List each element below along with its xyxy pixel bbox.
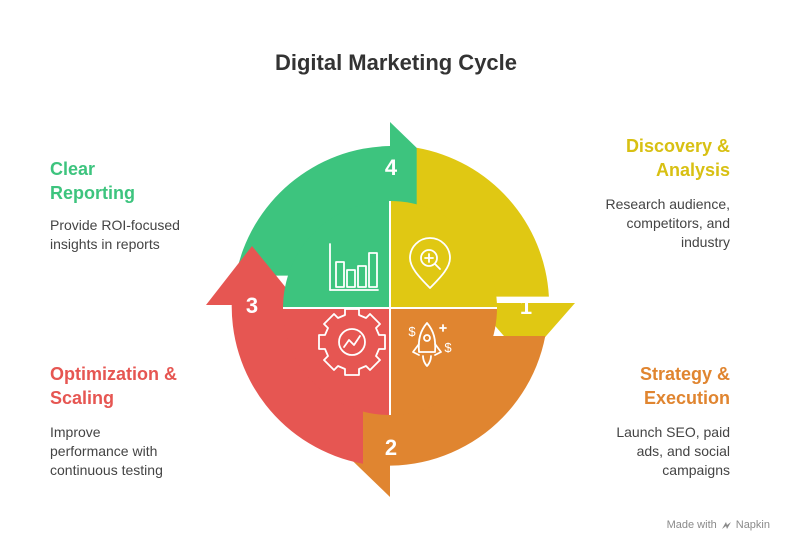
arc-arrow-3 <box>206 246 363 464</box>
bar-chart-icon <box>329 243 379 291</box>
desc-strategy-execution: Launch SEO, paid ads, and social campaig… <box>616 424 730 478</box>
heading-optimization-scaling: Optimization & Scaling <box>50 364 177 408</box>
footer-brand: Napkin <box>735 519 770 531</box>
desc-discovery-analysis: Research audience, competitors, and indu… <box>605 196 730 250</box>
footer-attribution: Made with Napkin <box>667 519 770 531</box>
step-number-2: 2 <box>385 435 397 460</box>
arc-arrow-1 <box>416 147 575 360</box>
quadrant-reporting <box>283 201 390 308</box>
step-number-3: 3 <box>246 293 258 318</box>
step-number-4: 4 <box>385 155 398 180</box>
gear-chart-icon <box>318 308 386 376</box>
heading-clear-reporting: Clear Reporting <box>50 159 135 203</box>
svg-text:$: $ <box>444 340 452 355</box>
quadrant-discovery <box>390 201 497 308</box>
magnifier-pin-icon <box>409 237 451 289</box>
heading-strategy-execution: Strategy & Execution <box>639 364 730 408</box>
napkin-logo-icon <box>721 521 731 529</box>
desc-clear-reporting: Provide ROI-focused insights in reports <box>50 217 180 252</box>
svg-text:$: $ <box>408 324 416 339</box>
quadrant-strategy <box>390 308 497 415</box>
page-title: Digital Marketing Cycle <box>274 50 518 75</box>
step-number-1: 1 <box>520 294 532 319</box>
rocket-icon: $ $ <box>408 322 452 367</box>
footer-text: Made with <box>666 519 717 531</box>
heading-discovery-analysis: Discovery & Analysis <box>625 136 730 180</box>
desc-optimization-scaling: Improve performance with continuous test… <box>50 424 163 478</box>
